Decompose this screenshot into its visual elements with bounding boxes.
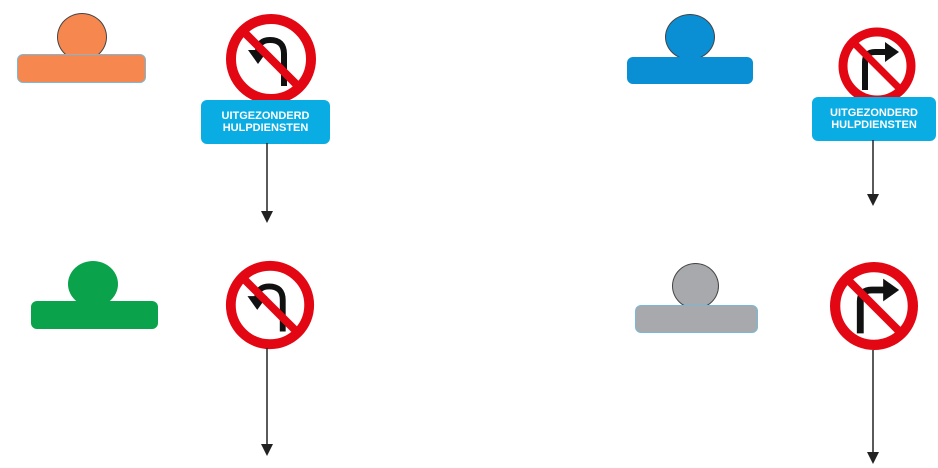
subplate-line-1: UITGEZONDERD [221,110,310,122]
vehicle-blue-body [627,57,753,84]
vehicle-orange-body [17,54,146,83]
no-right-turn-sign [838,27,916,105]
no-left-u-turn-sign [226,14,316,104]
down-arrow-bottom-left [261,348,273,456]
down-arrow-top-right [867,140,879,206]
vehicle-green-body [31,301,158,329]
exception-subplate-top-right: UITGEZONDERD HULPDIENSTEN [812,97,936,141]
subplate-line-2: HULPDIENSTEN [222,122,309,134]
exception-subplate-top-left: UITGEZONDERD HULPDIENSTEN [201,100,330,144]
no-right-turn-sign [830,262,918,350]
vehicle-gray-top [672,263,719,309]
subplate-line-2: HULPDIENSTEN [831,119,917,131]
no-left-u-turn-sign [225,260,315,350]
vehicle-blue-top [665,14,715,60]
down-arrow-bottom-right [867,350,879,464]
subplate-line-1: UITGEZONDERD [830,107,918,119]
down-arrow-top-left [261,143,273,223]
vehicle-orange-top [57,13,107,61]
vehicle-green-top [68,261,118,307]
vehicle-gray-body [635,305,758,333]
